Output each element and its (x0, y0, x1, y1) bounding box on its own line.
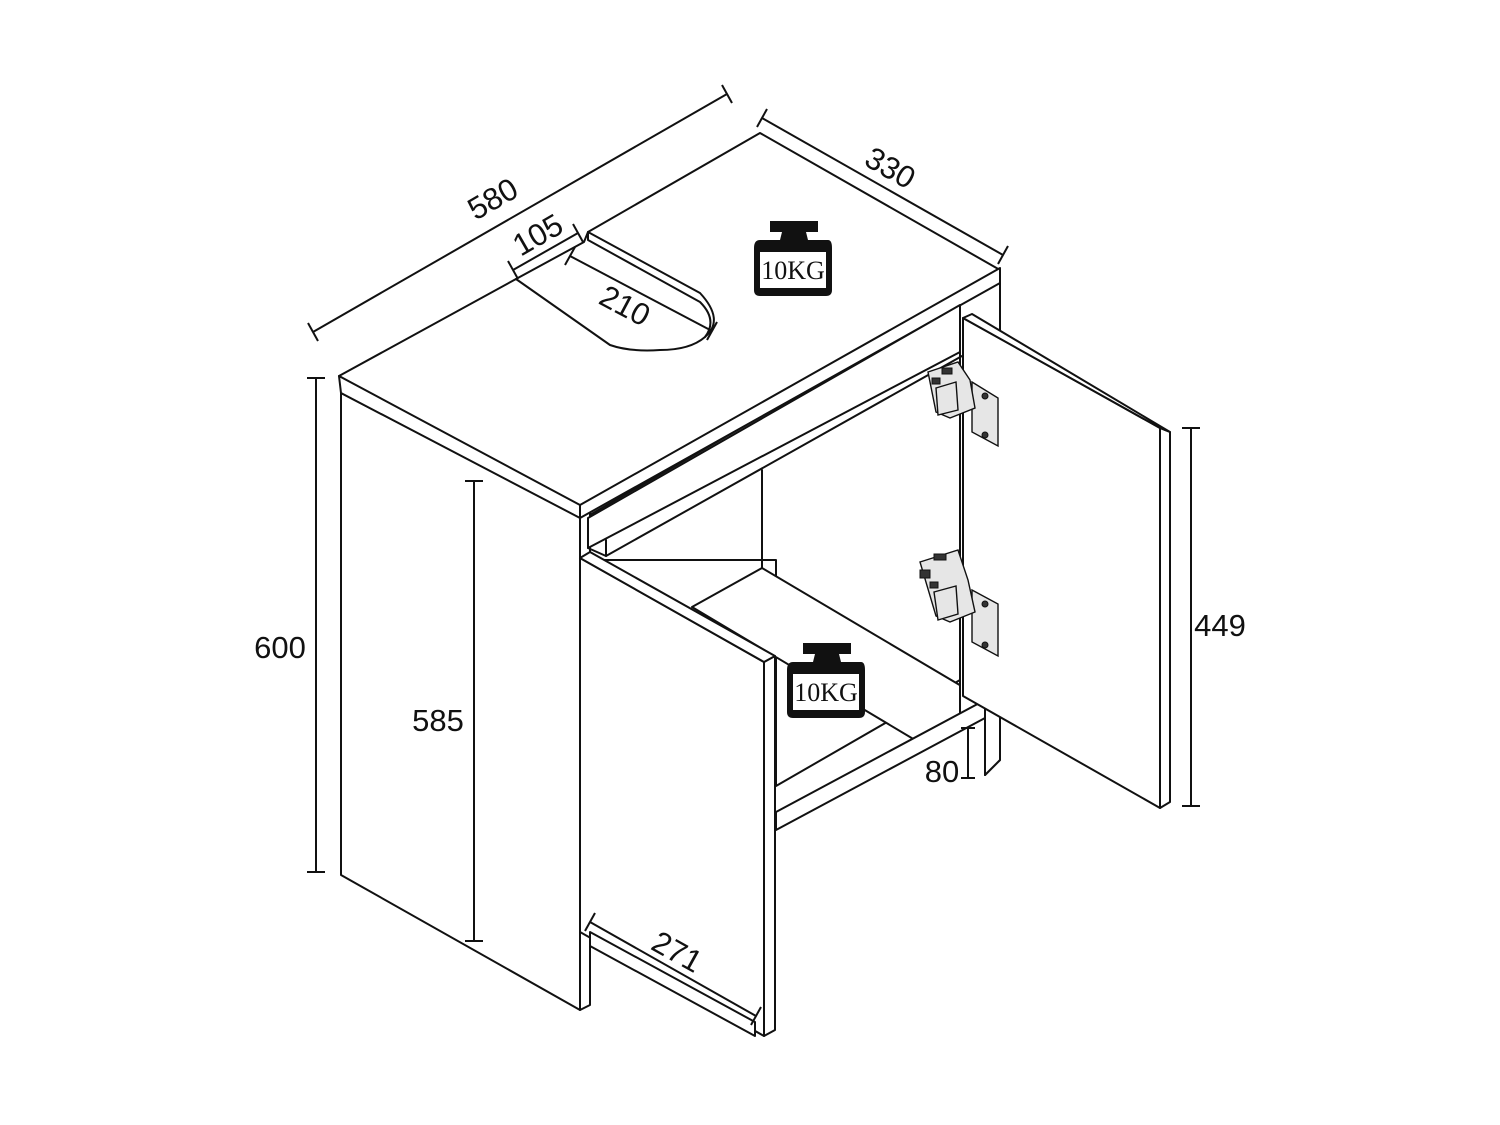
hinge-icon (919, 549, 999, 658)
dim-label-449: 449 (1194, 608, 1246, 643)
dim-label-80: 80 (925, 754, 959, 789)
hinge-icon (927, 361, 999, 448)
dimension-door-height: 449 (1182, 427, 1246, 807)
top-load-label: 10KG (761, 256, 825, 285)
right-door (962, 313, 1171, 809)
left-plinth (589, 931, 756, 1037)
left-door-edge (763, 655, 776, 1037)
dim-label-585: 585 (412, 703, 464, 738)
dimension-side-height: 585 (412, 480, 483, 942)
dim-label-330: 330 (859, 140, 921, 196)
dimension-plinth-height: 80 (925, 727, 975, 789)
weight-icon: 10KG (754, 221, 832, 296)
top-slab-right (579, 267, 1001, 519)
left-door-top-edge (579, 551, 776, 663)
dim-label-580: 580 (462, 171, 524, 227)
dim-label-600: 600 (254, 630, 306, 665)
basin-cutout-rim (587, 231, 712, 338)
front-apron (587, 304, 961, 549)
shelf-load-label: 10KG (794, 678, 858, 707)
left-door (579, 551, 776, 1037)
dimension-height: 600 (254, 377, 325, 873)
right-door-top-edge (962, 313, 1171, 433)
weight-icon: 10KG (787, 643, 865, 718)
right-door-edge (1159, 427, 1171, 809)
basin-cutout (515, 231, 715, 352)
